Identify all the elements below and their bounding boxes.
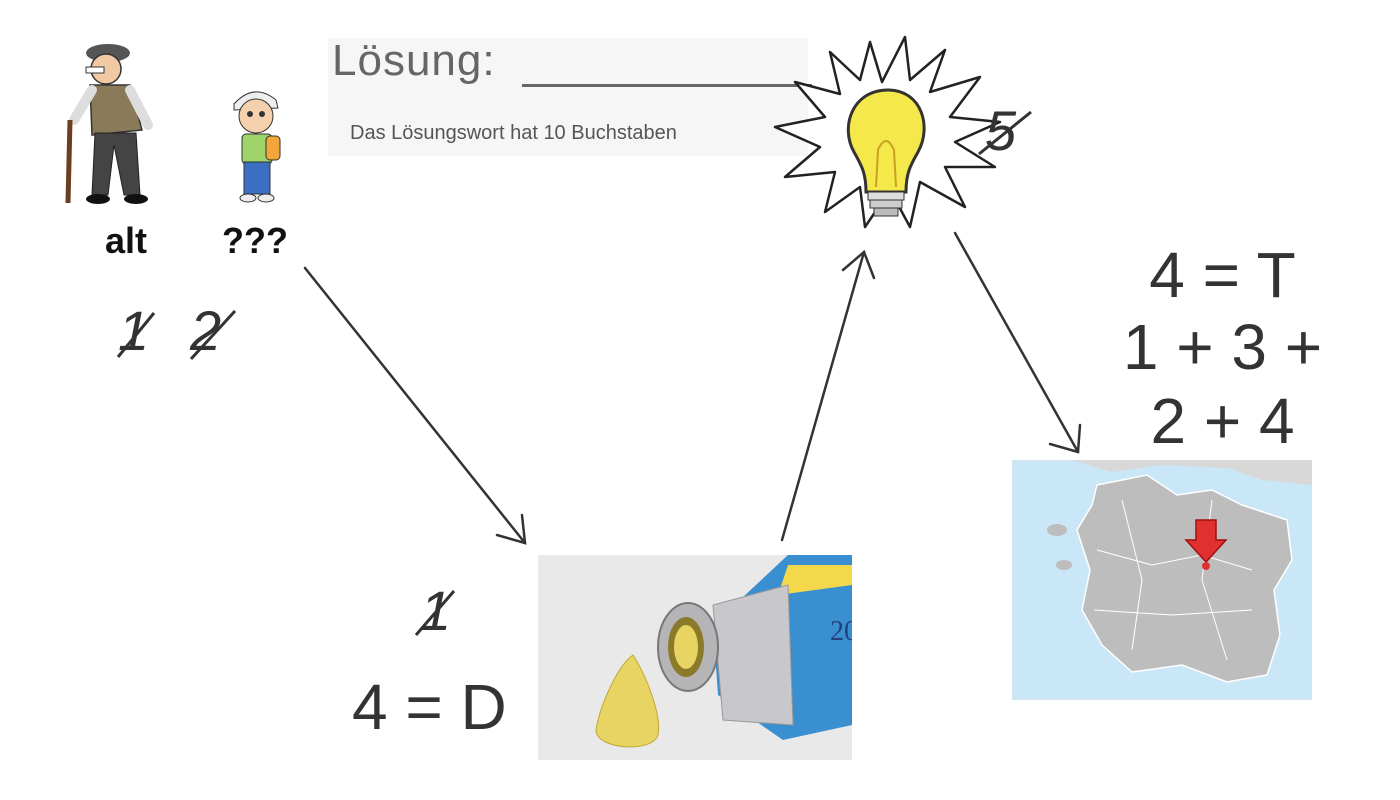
young-label: ??? [222,220,288,261]
strike-mark-mustard [414,590,456,636]
map-rule-line-3: 2 + 4 [1150,385,1295,457]
map-rule-line-2: 1 + 3 + [1122,311,1323,383]
struck-digit-5: 5 [985,98,1016,163]
arrow-icon [953,231,1082,454]
arrow-icon [780,249,876,542]
boy-icon [233,91,281,203]
solution-title: Lösung: [332,36,496,85]
old-man-icon [65,44,153,204]
tube-label: 20 [830,616,852,647]
strike-mark-1 [116,312,156,358]
map-icon [1012,460,1312,700]
mustard-tube-icon: 20 [538,555,852,760]
arrow-icon [303,266,527,545]
old-label: alt [104,220,147,261]
strike-mark-2 [189,309,237,361]
strike-mark-5 [978,110,1032,156]
lightbulb-icon [773,35,1002,229]
map-rule-line-1: 4 = T [1149,239,1296,311]
solution-blank-line [522,84,812,87]
solution-hint: Das Lösungswort hat 10 Buchstaben [350,122,677,144]
mustard-rule: 4 = D [352,671,507,743]
digit-5-text: 5 [985,99,1017,162]
solution-panel [328,38,808,156]
